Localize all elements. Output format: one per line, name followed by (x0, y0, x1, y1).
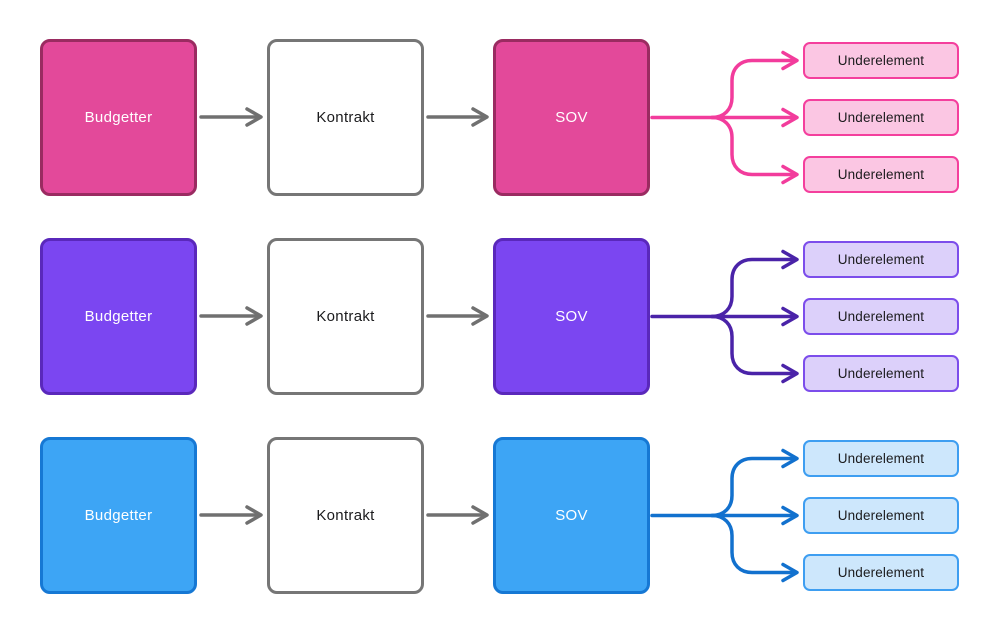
underelement-box: Underelement (803, 496, 959, 534)
arrow-right-icon (199, 306, 263, 326)
arrow-right-icon (426, 306, 489, 326)
underelement-column: Underelement Underelement Underelement (803, 41, 959, 193)
budgetter-box: Budgetter (40, 38, 197, 196)
budgetter-label: Budgetter (84, 307, 153, 325)
flow-row-pink: Budgetter Kontrakt SOV Underelement Unde… (0, 38, 1000, 196)
kontrakt-label: Kontrakt (316, 108, 375, 126)
arrow-right-icon (199, 107, 263, 127)
branch-connector-icon (650, 249, 799, 383)
sov-box: SOV (493, 237, 650, 395)
sov-box: SOV (493, 436, 650, 594)
sov-label: SOV (555, 307, 588, 325)
underelement-box: Underelement (803, 439, 959, 477)
budgetter-box: Budgetter (40, 237, 197, 395)
underelement-box: Underelement (803, 41, 959, 79)
underelement-box: Underelement (803, 553, 959, 591)
kontrakt-box: Kontrakt (267, 237, 424, 395)
underelement-box: Underelement (803, 155, 959, 193)
underelement-column: Underelement Underelement Underelement (803, 439, 959, 591)
sov-label: SOV (555, 108, 588, 126)
arrow-right-icon (426, 107, 489, 127)
kontrakt-box: Kontrakt (267, 436, 424, 594)
arrow-right-icon (199, 505, 263, 525)
sov-label: SOV (555, 506, 588, 524)
underelement-column: Underelement Underelement Underelement (803, 240, 959, 392)
kontrakt-box: Kontrakt (267, 38, 424, 196)
budgetter-label: Budgetter (84, 108, 153, 126)
underelement-box: Underelement (803, 297, 959, 335)
underelement-box: Underelement (803, 98, 959, 136)
arrow-right-icon (426, 505, 489, 525)
sov-box: SOV (493, 38, 650, 196)
flow-row-purple: Budgetter Kontrakt SOV Underelement Unde… (0, 237, 1000, 395)
underelement-box: Underelement (803, 240, 959, 278)
flow-row-blue: Budgetter Kontrakt SOV Underelement Unde… (0, 436, 1000, 594)
budgetter-label: Budgetter (84, 506, 153, 524)
branch-connector-icon (650, 448, 799, 582)
branch-connector-icon (650, 50, 799, 184)
budgetter-box: Budgetter (40, 436, 197, 594)
kontrakt-label: Kontrakt (316, 307, 375, 325)
underelement-box: Underelement (803, 354, 959, 392)
kontrakt-label: Kontrakt (316, 506, 375, 524)
